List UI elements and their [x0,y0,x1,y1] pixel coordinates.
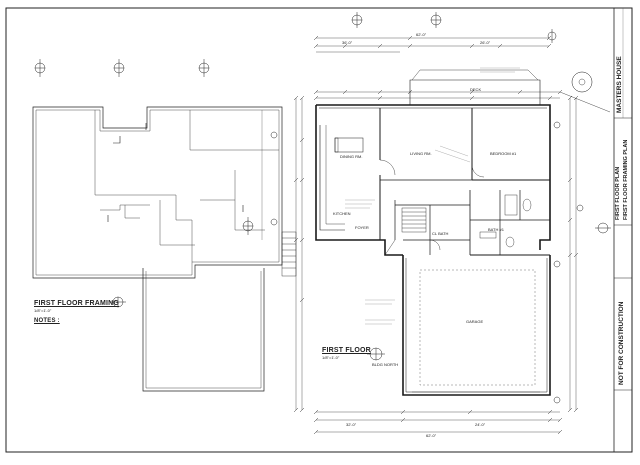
room-label-kitchen: KITCHEN [333,211,351,216]
dimension-tick [557,429,563,435]
room-label-living: LIVING RM. [410,151,432,156]
dimension-tick [293,177,299,183]
dimension-tick [299,297,305,303]
dim-top-total: 62'-0" [416,32,427,37]
floor-plan-walls [281,69,611,396]
dimension-tick [469,43,475,49]
dimension-tick [546,43,552,49]
dimension-tick [497,43,503,49]
dimension-tick [573,407,579,413]
dimension-tick [557,417,563,423]
room-label-garage: GARAGE [466,319,484,324]
dimension-tick [313,429,319,435]
dimension-tick [573,252,579,258]
framing-plan [32,106,283,392]
dimension-tick [299,177,305,183]
room-label-deck: DECK [470,87,482,92]
room-label-closet: CL BATH [432,231,449,236]
dimension-tick [567,177,573,183]
dimension-tick [342,43,348,49]
room-label-bedroom: BEDROOM #1 [490,151,517,156]
dimension-tick [469,89,475,95]
title-block-sheet-title-2: FIRST FLOOR FRAMING PLAN [623,139,629,220]
dimension-tick [313,417,319,423]
title-block-sheet-title-1: FIRST FLOOR PLAN [615,166,621,220]
title-block-stamp: NOT FOR CONSTRUCTION [618,301,625,385]
room-label-bath: BATH #1 [488,227,504,232]
dimension-tick [313,43,319,49]
framing-plan-title: FIRST FLOOR FRAMING [34,300,120,307]
dimension-tick [469,95,475,101]
dimension-tick [377,43,383,49]
dim-bottom-left: 32'-0" [346,422,357,427]
framing-plan-scale: 1/8"=1'-0" [34,308,52,313]
plan-section-markers [270,12,611,404]
dimension-tick [293,407,299,413]
dimension-tick [567,252,573,258]
dimension-tick [299,95,305,101]
dimension-tick [547,417,553,423]
dim-bottom-total: 62'-0" [426,433,437,438]
dimension-tick [517,89,523,95]
room-label-foyer: FOYER [355,225,369,230]
dimension-tick [547,409,553,415]
floor-plan-title: FIRST FLOOR [322,347,371,354]
dimension-tick [293,95,299,101]
dimension-tick [299,137,305,143]
dimension-tick [400,417,406,423]
dimension-tick [299,237,305,243]
dimension-tick [400,409,406,415]
dimension-tick [567,217,573,223]
room-label-dining: DINING RM. [340,154,363,159]
framing-section-markers [34,59,254,308]
north-label: BLDG NORTH [372,362,399,367]
dimension-tick [547,95,553,101]
annotation-marks [345,67,520,325]
dimension-tick [377,89,383,95]
dimension-tick [313,89,319,95]
dimension-tick [573,95,579,101]
dimension-tick [313,35,319,41]
notes-label: NOTES : [34,318,60,324]
dimension-tick [546,35,552,41]
dimension-tick [342,89,348,95]
dimension-tick [313,409,319,415]
floor-plan-scale: 1/8"=1'-0" [322,355,340,360]
dimension-tick [467,409,473,415]
dimension-tick [407,35,413,41]
dimension-tick [377,95,383,101]
title-block-project: MASTERS HOUSE [616,56,623,113]
dim-top-right: 26'-0" [480,40,491,45]
dimension-ticks [293,35,579,435]
dim-bottom-right: 24'-0" [475,422,486,427]
sheet-border [5,7,633,453]
dim-top-left: 36'-0" [342,40,353,45]
dimension-tick [299,407,305,413]
dimension-tick [567,407,573,413]
dimension-tick [313,95,319,101]
dimension-tick [407,43,413,49]
